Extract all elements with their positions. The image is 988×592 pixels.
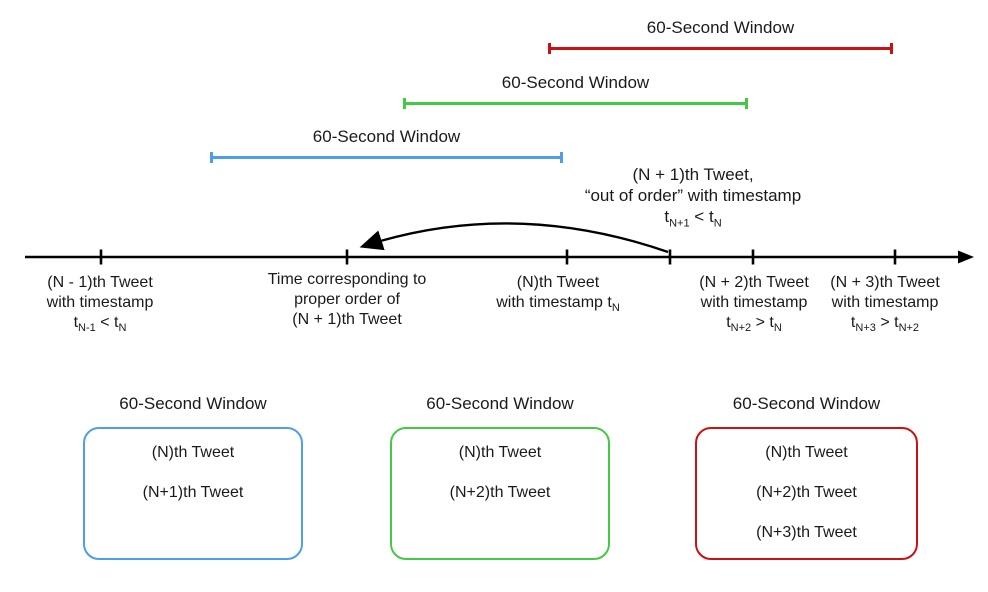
timestamp-formula: tN-1 < tN bbox=[73, 314, 127, 335]
window-box-blue-title: 60-Second Window bbox=[119, 394, 267, 413]
annotation-line-1: (N + 1)th Tweet, bbox=[632, 165, 754, 184]
timestamp-formula: tN+2 > tN bbox=[726, 314, 782, 335]
annotation-formula: tN+1 < tN bbox=[664, 207, 722, 230]
tweet-item: (N+3)th Tweet bbox=[756, 524, 857, 541]
window-box-green-title: 60-Second Window bbox=[426, 394, 574, 413]
window-box-red: (N)th Tweet (N+2)th Tweet (N+3)th Tweet bbox=[695, 427, 918, 560]
range-segment bbox=[403, 102, 748, 105]
window-box-group-red: 60-Second Window (N)th Tweet (N+2)th Twe… bbox=[695, 393, 918, 560]
timeline-label-n-plus-3: (N + 3)th Tweet with timestamp tN+3 > tN… bbox=[830, 273, 940, 338]
timeline-label-n: (N)th Tweet with timestamp tN bbox=[496, 273, 620, 318]
window-box-group-green: 60-Second Window (N)th Tweet (N+2)th Twe… bbox=[390, 393, 610, 560]
tweet-item: (N+2)th Tweet bbox=[756, 484, 857, 501]
window-bar-red-label: 60-Second Window bbox=[646, 18, 795, 37]
tweet-item: (N)th Tweet bbox=[458, 444, 542, 461]
window-bar-green: 60-Second Window bbox=[403, 73, 748, 109]
range-cap-right bbox=[890, 43, 893, 54]
tweet-item: (N+2)th Tweet bbox=[449, 484, 551, 501]
window-box-blue: (N)th Tweet (N+1)th Tweet bbox=[83, 427, 303, 560]
window-box-green: (N)th Tweet (N+2)th Tweet bbox=[390, 427, 610, 560]
window-bar-green-label: 60-Second Window bbox=[501, 73, 650, 92]
window-bar-blue-line bbox=[210, 152, 563, 163]
range-segment bbox=[210, 156, 563, 159]
window-bar-red: 60-Second Window bbox=[548, 18, 893, 54]
range-cap-right bbox=[560, 152, 563, 163]
window-bar-red-line bbox=[548, 43, 893, 54]
window-box-group-blue: 60-Second Window (N)th Tweet (N+1)th Twe… bbox=[83, 393, 303, 560]
timestamp-formula: with timestamp tN bbox=[496, 294, 620, 315]
timestamp-formula: tN+3 > tN+2 bbox=[850, 314, 920, 335]
annotation-line-2: “out of order” with timestamp bbox=[584, 186, 802, 205]
tweet-item: (N)th Tweet bbox=[151, 444, 235, 461]
out-of-order-annotation: (N + 1)th Tweet, “out of order” with tim… bbox=[585, 164, 801, 234]
tweet-item: (N+1)th Tweet bbox=[142, 484, 244, 501]
timeline-arrowhead-icon bbox=[958, 250, 974, 264]
timeline bbox=[25, 222, 974, 265]
timeline-label-n-minus-1: (N - 1)th Tweet with timestamp tN-1 < tN bbox=[47, 273, 154, 338]
tweet-item: (N)th Tweet bbox=[765, 444, 848, 461]
timeline-label-proper-order: Time corresponding to proper order of (N… bbox=[267, 271, 427, 328]
out-of-order-arrow bbox=[359, 222, 669, 254]
window-bar-blue: 60-Second Window bbox=[210, 127, 563, 163]
range-segment bbox=[548, 47, 893, 50]
window-box-red-title: 60-Second Window bbox=[732, 394, 881, 413]
window-bar-blue-label: 60-Second Window bbox=[312, 127, 461, 146]
timeline-label-n-plus-2: (N + 2)th Tweet with timestamp tN+2 > tN bbox=[699, 273, 809, 338]
window-bar-green-line bbox=[403, 98, 748, 109]
range-cap-right bbox=[745, 98, 748, 109]
